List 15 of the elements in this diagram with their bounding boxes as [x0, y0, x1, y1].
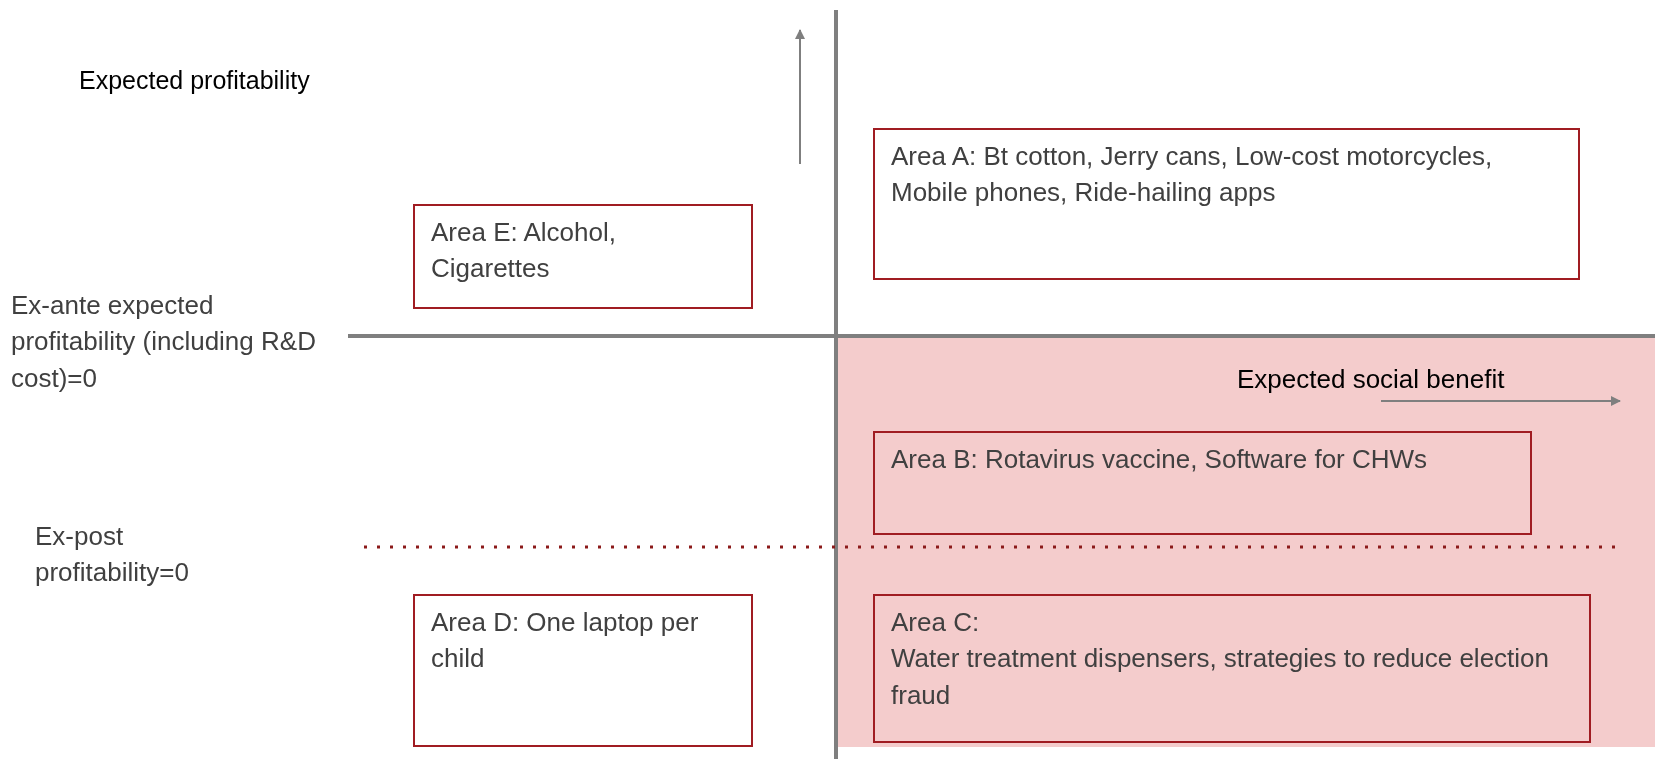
- area-text: Area A: Bt cotton, Jerry cans, Low-cost motorcycles, Mobile phones, Ride-hailing apps: [891, 140, 1494, 210]
- area-text: Area B: Rotavirus vaccine, Software for CHWs: [891, 443, 1429, 476]
- area-text: Area E: Alcohol, Cigarettes: [431, 216, 617, 286]
- axis-label: Ex-post profitability=0: [35, 520, 190, 590]
- axis-label: Expected profitability: [79, 65, 310, 96]
- axis-label: Expected social benefit: [1237, 363, 1505, 396]
- category-box: [873, 128, 1580, 280]
- area-text: Area D: One laptop per child: [431, 606, 700, 676]
- category-box: [873, 594, 1591, 743]
- axis-label: Ex-ante expected profitability (including R&D cost)=0: [11, 289, 317, 395]
- category-box: [413, 594, 753, 747]
- area-text: Area C:: [891, 606, 981, 639]
- category-box: [413, 204, 753, 309]
- area-text: Water treatment dispensers, strategies to reduce election fraud: [891, 642, 1551, 712]
- category-box: [873, 431, 1532, 535]
